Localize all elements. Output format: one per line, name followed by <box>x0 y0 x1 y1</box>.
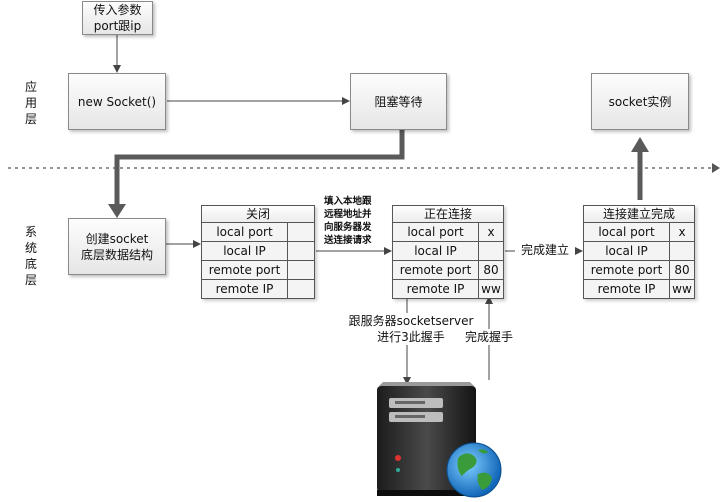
row-value <box>288 280 314 298</box>
row-key: local IP <box>393 242 479 260</box>
connecting-state-title: 正在连接 <box>393 206 503 223</box>
system-layer-char: 底 <box>24 256 38 272</box>
system-layer-char: 统 <box>24 240 38 256</box>
blocking-wait-box: 阻塞等待 <box>350 73 447 130</box>
row-key: local IP <box>584 242 670 260</box>
row-value: ww <box>479 280 503 298</box>
row-key: remote port <box>202 261 288 279</box>
row-key: local port <box>393 223 479 241</box>
fill-local-remote-label: 填入本地跟 远程地址并 向服务器发 送连接请求 <box>324 195 388 247</box>
row-key: remote port <box>393 261 479 279</box>
row-key: remote IP <box>393 280 479 298</box>
table-row: local IP <box>584 242 694 261</box>
system-layer-char: 系 <box>24 224 38 240</box>
app-layer-char: 用 <box>24 95 38 111</box>
row-value: ww <box>670 280 694 298</box>
row-key: local port <box>202 223 288 241</box>
create-socket-text: 创建socket 底层数据结构 <box>81 231 153 263</box>
row-key: remote port <box>584 261 670 279</box>
table-row: local IP <box>202 242 314 261</box>
new-socket-text: new Socket() <box>78 94 156 110</box>
row-key: remote IP <box>584 280 670 298</box>
closed-state-title: 关闭 <box>202 206 314 223</box>
closed-state-table: 关闭 local port local IP remote port remot… <box>201 205 315 299</box>
blocking-wait-text: 阻塞等待 <box>374 94 422 110</box>
app-layer-label: 应 用 层 <box>24 79 38 127</box>
established-state-title: 连接建立完成 <box>584 206 694 223</box>
row-value: 80 <box>479 261 503 279</box>
row-value <box>670 242 694 260</box>
row-value <box>479 242 503 260</box>
globe-icon <box>447 443 501 497</box>
row-key: local port <box>584 223 670 241</box>
table-row: remote port <box>202 261 314 280</box>
table-row: local port <box>202 223 314 242</box>
row-key: local IP <box>202 242 288 260</box>
row-value: x <box>479 223 503 241</box>
row-value <box>288 242 314 260</box>
row-value: 80 <box>670 261 694 279</box>
row-value: x <box>670 223 694 241</box>
create-socket-box: 创建socket 底层数据结构 <box>68 218 166 275</box>
system-layer-label: 系 统 底 层 <box>24 224 38 288</box>
socket-instance-text: socket实例 <box>609 94 672 110</box>
socket-instance-box: socket实例 <box>591 73 689 130</box>
system-layer-char: 层 <box>24 272 38 288</box>
row-value <box>288 223 314 241</box>
app-layer-char: 应 <box>24 79 38 95</box>
handshake-done-label: 完成握手 <box>460 329 518 345</box>
row-key: remote IP <box>202 280 288 298</box>
table-row: remote IP <box>202 280 314 298</box>
app-layer-char: 层 <box>24 111 38 127</box>
complete-establish-label: 完成建立 <box>515 242 575 258</box>
row-value <box>288 261 314 279</box>
table-row: local IP <box>393 242 503 261</box>
input-params-text: 传入参数 port跟ip <box>93 2 141 34</box>
new-socket-box: new Socket() <box>68 73 166 130</box>
input-params-box: 传入参数 port跟ip <box>82 1 153 35</box>
